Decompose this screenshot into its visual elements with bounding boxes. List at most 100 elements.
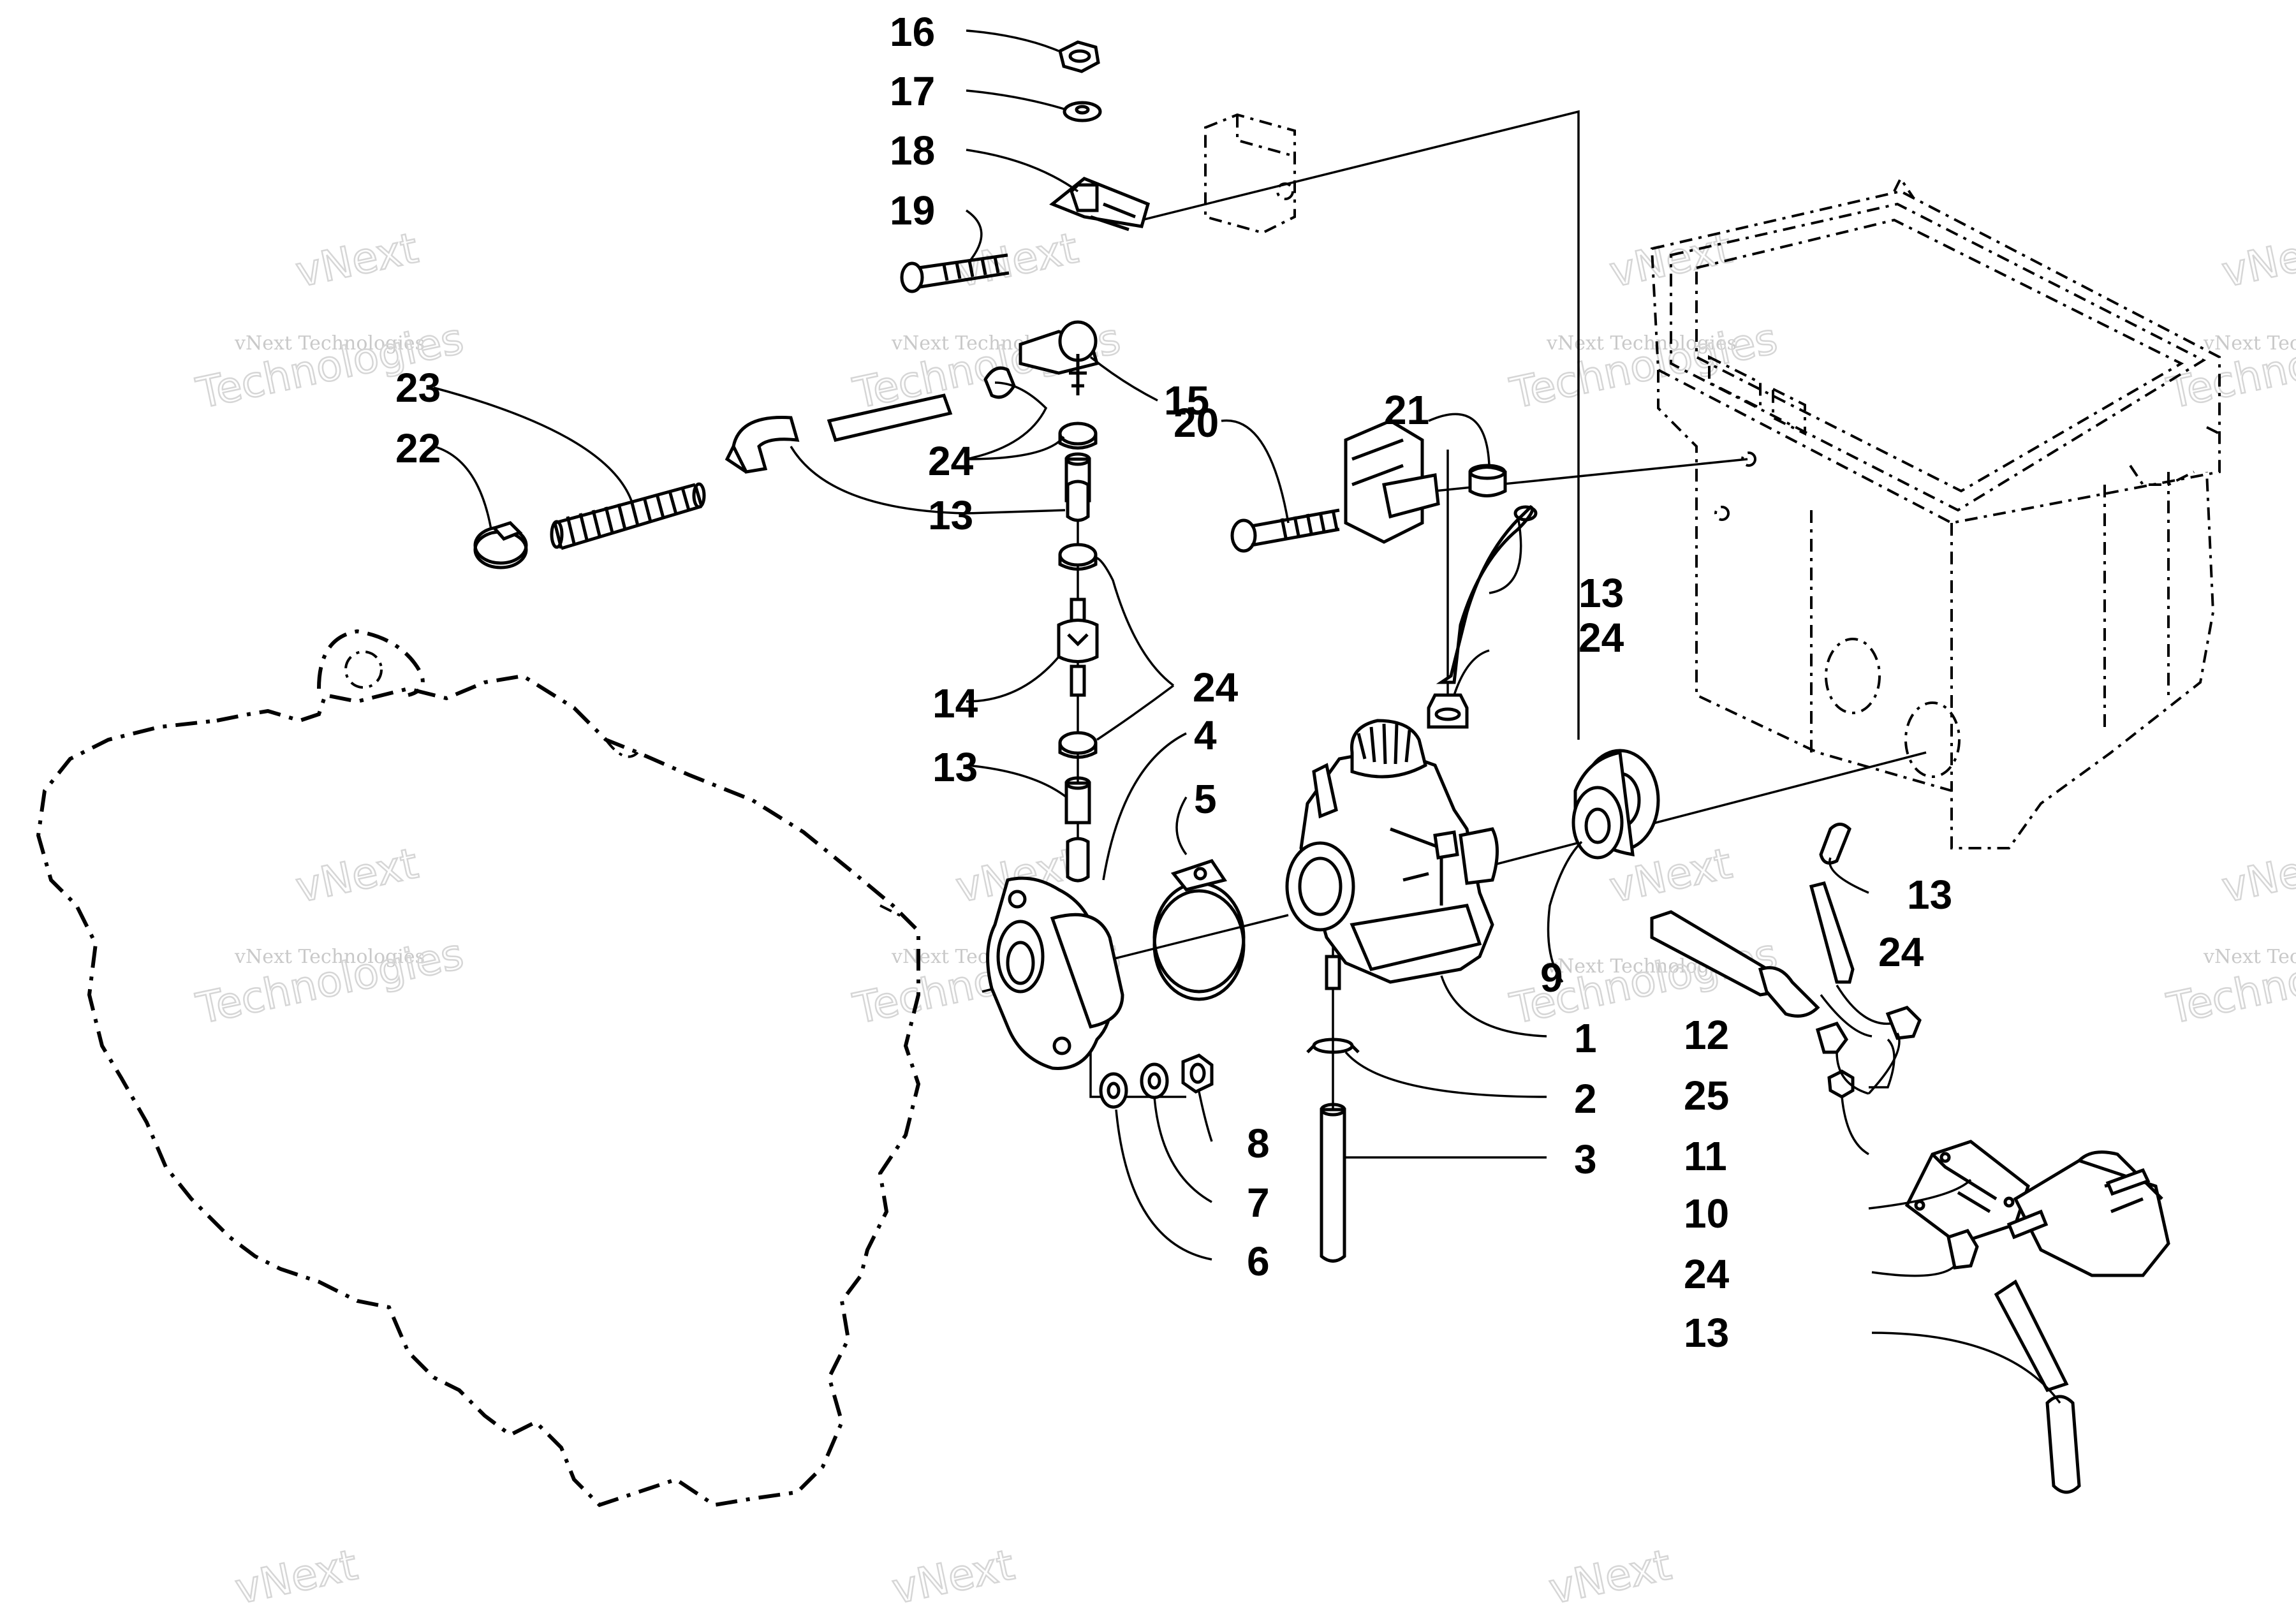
watermark-far-right: vNext Technologies vNext Technologies [2162,223,2296,419]
callout-labels: 16 17 18 19 15 23 22 24 13 21 20 13 24 2… [395,9,1952,1356]
callout-7: 7 [1247,1180,1270,1226]
watermark-group: vNext Technologies vNext Technologies vN… [191,223,2296,1607]
callout-23: 23 [395,365,441,411]
callout-24d: 24 [1878,929,1924,975]
part-11-nut [1827,1069,1855,1099]
part-9-intake-boot [1571,749,1660,860]
part-13-hose-bottom-right [1994,1279,2081,1494]
callout-19: 19 [890,187,935,233]
part-13-hose-carb-top [1436,504,1538,684]
callout-24c: 24 [1193,664,1239,710]
watermark-line2: Technologies [1506,314,1781,418]
part-4-intake-flange [986,876,1124,1070]
watermark-line1: vNext [2218,839,2296,912]
part-25-clamp [1815,1021,1849,1054]
watermark-line1: vNext [2218,223,2296,297]
watermark-line1: vNext [1545,1540,1675,1607]
watermark-top-right: vNext Technologies vNext Technologies [1505,223,1782,419]
callout-18: 18 [890,128,935,173]
choke-mount-phantom [1204,113,1296,235]
part-17-washer [1063,101,1102,122]
assembly-axes [982,110,1991,1226]
watermark-top-center: vNext Technologies vNext Technologies [848,223,1125,419]
callout-9: 9 [1540,955,1563,1001]
part-18-bracket [1049,177,1151,231]
part-5-clamp [1152,859,1246,1001]
callout-22: 22 [395,425,441,471]
callout-24a: 24 [928,438,974,484]
part-23-spring [550,482,706,550]
part-3-drain-tube [1320,1103,1346,1263]
part-16-nut [1058,40,1100,73]
watermark-text: vNext Technologies [234,946,425,968]
part-7-washer [1140,1062,1169,1099]
watermark-bottom-row: vNext vNext vNext [230,1539,1676,1607]
watermark-line2: Technologies [2163,314,2296,418]
leader-lines [433,29,2061,1404]
watermark-text: vNext Technologies [2203,946,2296,968]
callout-4: 4 [1194,712,1217,758]
part-24-clamp-lower [1058,731,1098,759]
watermark-line2: Technologies [2163,929,2296,1034]
airbox-phantom [1650,176,2221,849]
watermark-mid-left: vNext Technologies vNext Technologies [191,838,468,1034]
part-12-hose [1650,910,1820,1018]
callout-25: 25 [1684,1073,1729,1119]
callout-20: 20 [1174,400,1219,446]
callout-3: 3 [1574,1136,1597,1182]
pump-mount-screws [2006,1168,2151,1240]
watermark-line1: vNext [291,223,422,297]
engine-phantom-outline [36,629,921,1508]
part-20-screw [1230,508,1340,553]
part-21-spacer [1468,464,1507,497]
part-6-washer [1099,1072,1128,1109]
callout-5: 5 [1194,776,1217,822]
part-24-clamp-bottom-right [1946,1228,1979,1270]
part-13-hose-short-lower [1064,776,1091,883]
callout-10: 10 [1684,1191,1729,1236]
part-13-hose-short-upper [1064,452,1091,522]
callout-6: 6 [1247,1238,1270,1284]
callout-15: 15 [1164,378,1209,423]
callout-24e: 24 [1684,1251,1730,1297]
callout-13b: 13 [1578,570,1624,616]
watermark-text: vNext Technologies [2203,332,2296,355]
watermark-mid-far-right: vNext Technologies vNext Technologies [2162,838,2296,1034]
part-24-clamp-carb-top [1427,693,1469,729]
part-1-carburetor [1285,719,1499,990]
callout-13c: 13 [932,744,978,790]
part-13-hose-upper [725,393,953,474]
callout-13e: 13 [1684,1310,1729,1356]
part-19-screw [900,253,1010,293]
part-15-fuel-valve [983,320,1100,399]
callout-12: 12 [1684,1012,1729,1058]
part-2-clip [1306,1038,1360,1054]
part-13-hose-right-upper [1809,823,1855,984]
part-24-clamp-upper [1058,422,1098,450]
fuel-pump-mount-bracket [2013,1150,2170,1277]
watermark-text: vNext Technologies [234,332,425,355]
watermark-line1: vNext [231,1540,362,1607]
callout-16: 16 [890,9,935,55]
callout-13d: 13 [1907,872,1952,918]
callout-11: 11 [1684,1133,1727,1179]
callout-13a: 13 [928,492,973,538]
part-24-clamp-middle [1058,543,1098,571]
part-10-fuel-pump [1904,1140,2030,1245]
watermark-line2: Technologies [192,929,467,1034]
part-24-clamp-right [1885,1006,1922,1040]
watermark-line1: vNext [291,839,422,912]
part-8-nut [1181,1053,1214,1094]
choke-bracket-20-21 [1344,419,1440,544]
callout-8: 8 [1247,1120,1270,1166]
callout-21: 21 [1384,387,1429,433]
callout-14: 14 [932,680,978,726]
callout-17: 17 [890,68,935,114]
part-14-fuel-filter [1057,598,1099,697]
callout-2: 2 [1574,1076,1597,1122]
part-22-clamp [473,521,528,569]
watermark-line1: vNext [888,1540,1019,1607]
callout-1: 1 [1574,1015,1597,1061]
callout-24b: 24 [1578,615,1624,661]
